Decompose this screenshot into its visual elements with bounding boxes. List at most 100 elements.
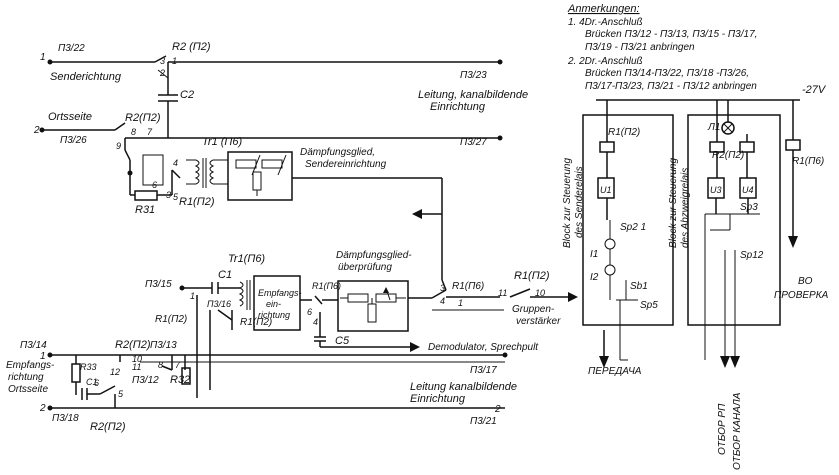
relay-label: R1(П2) [240, 317, 272, 328]
terminal-label: П3/14 [20, 340, 47, 351]
line-label: Leitung, kanalbildende [418, 89, 528, 101]
capacitor-label: C1 [86, 377, 98, 387]
relay-label: R1(П6) [312, 281, 341, 291]
capacitor-label: C5 [335, 335, 350, 347]
relay-label: R2(П2) [125, 112, 161, 124]
notes-heading: Anmerkungen: [567, 3, 640, 15]
line-label: Einrichtung [430, 101, 486, 113]
terminal-label: П3/18 [52, 413, 79, 424]
contact-label: Sp12 [740, 250, 764, 261]
pin-label: 2 [494, 404, 501, 415]
pin-label: 2 [33, 125, 40, 136]
block-label: des Senderelais [574, 166, 585, 238]
terminal-label: П3/16 [207, 299, 231, 309]
sender-line: 1 П3/22 R2 (П2) 3 2 1 П3/23 Senderichtun… [40, 41, 528, 138]
attenuator-label: Sendereinrichtung [305, 159, 387, 170]
control-blocks: -27V Block zur Steuerung des Senderelais… [562, 84, 829, 470]
pin-label: 10 [132, 354, 142, 364]
pin-label: 4 [440, 296, 445, 306]
relay-label: R2 (П2) [172, 41, 211, 53]
signal-label: ПРОВЕРКА [774, 290, 829, 301]
pin-label: 5 [173, 192, 179, 202]
direction-label: richtung [8, 372, 44, 383]
pin-label: 8 [158, 360, 163, 370]
side-label: Ortsseite [48, 111, 92, 123]
signal-label: BO [798, 276, 813, 287]
contact-label: Sp5 [640, 300, 658, 311]
relay-label: R1(П2) [155, 314, 187, 325]
block-label: des Abzweigrelais [680, 168, 691, 248]
terminal-label: П3/26 [60, 135, 87, 146]
notes-line-4: 2. 2Dr.-Anschluß [567, 56, 643, 67]
transformer-top: R31 6 4 3 5 R1(П2) Dämpfungsglied, Sende… [127, 147, 443, 280]
capacitor-label: C2 [180, 89, 194, 101]
direction-label: Ortsseite [8, 384, 48, 395]
attenuator-label: überprüfung [338, 262, 392, 273]
transformer-label: Tr1(П6) [228, 253, 265, 265]
attenuator-label: Dämpfungsglied- [336, 250, 412, 261]
contact-label: Sp3 [740, 202, 758, 213]
relay-label: R1(П2) [179, 196, 215, 208]
direction-label: Senderichtung [50, 71, 122, 83]
terminal-label: П3/27 [460, 137, 487, 148]
pin-label: 4 [313, 317, 318, 327]
pin-label: 1 [458, 298, 463, 308]
notes-line-2: Brücken П3/12 - П3/13, П3/15 - П3/17, [585, 29, 757, 40]
relay-label: R2(П2) [115, 339, 151, 351]
terminal-label: П3/23 [460, 70, 487, 81]
pin-label: 7 [147, 127, 153, 137]
block-label: Block zur Steuerung [668, 158, 679, 248]
pin-label: 8 [131, 127, 136, 137]
signal-label: ОТБОР КАНАЛА [732, 392, 743, 470]
relay-label: R2(П2) [712, 150, 744, 161]
pin-label: 12 [110, 367, 120, 377]
receiver-section: Tr1(П6) C1 П3/15 П3/16 Empfangs- ein- ri… [145, 253, 539, 398]
terminal-label: П3/13 [150, 340, 177, 351]
pin-label: 1 [40, 52, 46, 63]
pin-label: 2 [39, 403, 46, 414]
relay-label: R2(П2) [90, 421, 126, 433]
receiver-label: ein- [266, 299, 281, 309]
pin-label: 11 [498, 288, 507, 298]
attenuator-label: Dämpfungsglied, [300, 147, 375, 158]
relay-label: R1(П6) [792, 156, 824, 167]
receiver-label: Empfangs- [258, 288, 302, 298]
amplifier-label: Gruppen- [512, 304, 555, 315]
line-label: Einrichtung [410, 393, 466, 405]
resistor-label: R33 [80, 362, 97, 372]
pin-label: 6 [307, 307, 312, 317]
notes-line-1: 1. 4Dr.-Anschluß [568, 17, 643, 28]
terminal-label: П3/17 [470, 365, 497, 376]
pin-label: 3 [166, 190, 171, 200]
pin-label: 1 [172, 56, 177, 66]
amplifier-label: verstärker [516, 316, 561, 327]
terminal-label: П3/12 [132, 375, 159, 386]
pin-label: 7 [175, 360, 181, 370]
pin-label: 4 [173, 158, 178, 168]
terminal-label: П3/21 [470, 416, 497, 427]
demodulator-label: Demodulator, Sprechpult [428, 342, 539, 353]
pin-label: 1 [40, 351, 46, 362]
direction-label: Empfangs- [6, 360, 55, 371]
notes-line-5: Brücken П3/14-П3/22, П3/18 -П3/26, [585, 68, 749, 79]
resistor-label: R32 [170, 374, 190, 386]
pin-label: 6 [94, 378, 99, 388]
contact-label: Sp2 1 [620, 222, 646, 233]
ortsseite-line: Ortsseite 2 П3/26 R2(П2) 8 7 9 П3/27 Tr1… [33, 111, 503, 161]
receiver-label: richtung [258, 310, 290, 320]
unit-label: U1 [600, 185, 612, 195]
lamp-label: Л1 [707, 122, 720, 133]
notes-line-6: П3/17-П3/23, П3/21 - П3/12 anbringen [585, 81, 757, 92]
lamp-label: I1 [590, 249, 598, 260]
signal-label: ПЕРЕДАЧА [588, 366, 642, 377]
pin-label: 3 [160, 56, 165, 66]
relay-label: R1(П2) [514, 270, 550, 282]
pin-label: 9 [116, 141, 121, 151]
attenuator-check: Dämpfungsglied- überprüfung 3 R1(П6) 4 1… [336, 250, 578, 332]
capacitor-label: C1 [218, 269, 232, 281]
block-label: Block zur Steuerung [562, 158, 573, 248]
voltage-label: -27V [802, 84, 827, 96]
pin-label: 3 [440, 283, 445, 293]
transformer-label: Tr1 (П6) [202, 136, 242, 148]
pin-label: 10 [535, 288, 545, 298]
